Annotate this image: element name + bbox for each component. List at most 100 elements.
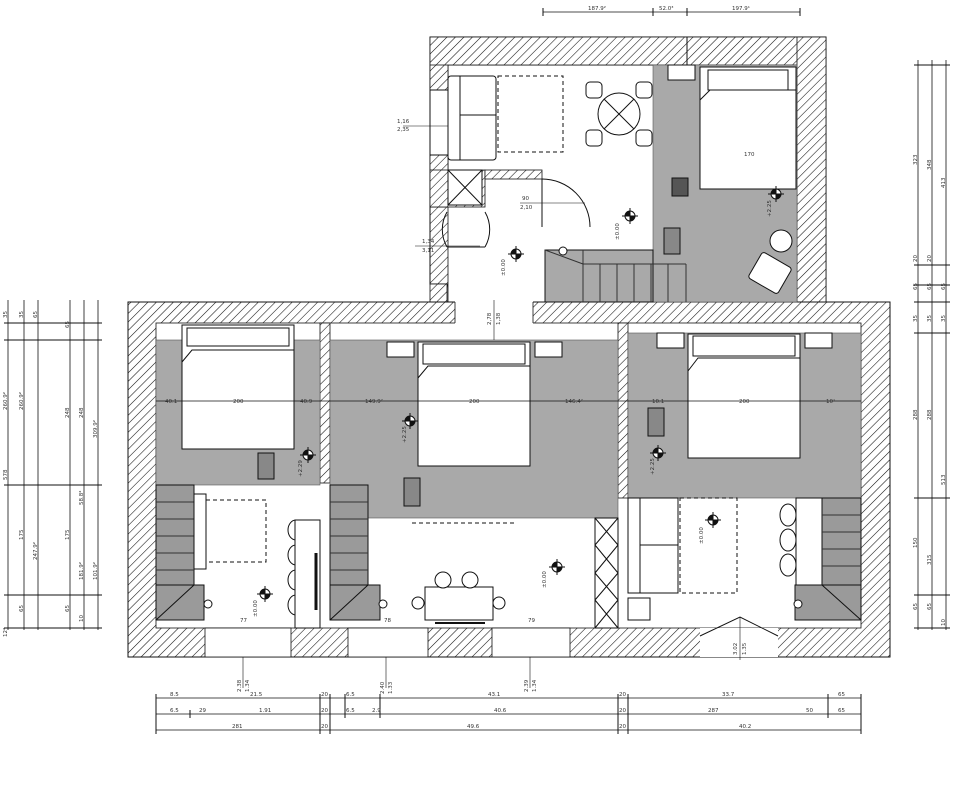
right-c3-4: 513: [941, 474, 947, 485]
right-c2-4: 35: [927, 315, 933, 322]
right-c2-5: 288: [927, 409, 933, 420]
level-top-2: ±0.00: [615, 223, 621, 240]
left-c2-3: 175: [19, 529, 25, 540]
room-width-6: 146.4²: [565, 398, 583, 405]
left-c4-5: 10: [79, 615, 85, 622]
room-width-7: 10.1: [652, 399, 664, 405]
bottom-r1-8: 65: [838, 692, 845, 698]
right-c2-2: 20: [927, 255, 933, 262]
left-c1-2: 260.9²: [2, 392, 9, 410]
right-c3-1: 413: [941, 177, 947, 188]
top-dimensions: 187.9² 52.0³ 197.9¹: [542, 5, 801, 16]
right-c1-4: 35: [913, 315, 919, 322]
bottom-r3-2: 20: [321, 724, 328, 730]
stairs-top: [544, 249, 654, 303]
room-width-8: 200: [739, 399, 750, 405]
window-bottom-1-v2: 1.34: [245, 679, 251, 692]
bedroom-width-line: 40.1 200 40.9 149.9² 200 146.4² 10.1 200…: [156, 398, 861, 405]
left-c1-4: 12²: [2, 628, 9, 637]
bottom-r2-2: 29: [199, 708, 206, 714]
level-top-3: +2.25: [767, 200, 773, 217]
right-dimensions: [914, 60, 950, 630]
window-bottom-2-v2: 1.33: [388, 681, 394, 694]
right-c1-6: 150: [913, 537, 919, 548]
left-c2-1: 35: [19, 311, 25, 318]
right-c2-7: 65: [927, 603, 933, 610]
window-bottom-2-v: 2.40: [380, 681, 386, 694]
room-width-2: 200: [233, 399, 244, 405]
room-width-3: 40.9: [300, 399, 313, 405]
left-dimensions: [4, 300, 102, 630]
bottom-r1-7: 33.7: [722, 692, 735, 698]
left-c1-1: 35: [3, 311, 9, 318]
left-c4-2: 248: [79, 407, 85, 418]
right-c1-2: 20: [913, 255, 919, 262]
right-c3-5: 10: [941, 619, 947, 626]
corridor-label-b: 2,78: [487, 312, 493, 325]
left-c4-4: 181.9²: [78, 562, 85, 580]
right-c1-3: 65: [913, 283, 919, 290]
bottom-r3-3: 49.6: [467, 724, 480, 730]
door-bottom-b: 3.02: [733, 643, 739, 655]
bottom-dimensions: 8.5 21.5 20 6.5 43.1 20 33.7 65 6.5 29 1…: [155, 692, 862, 734]
bottom-r2-9: 287: [708, 708, 719, 714]
window-bottom-1: 77: [240, 618, 247, 624]
left-c2-4: 247.9²: [32, 542, 39, 560]
right-c3-2: 65: [941, 283, 947, 290]
top-dim-1: 187.9²: [588, 5, 606, 12]
level-bed1: +2.29: [298, 460, 304, 477]
door-bottom-a: 1.35: [742, 642, 748, 655]
bottom-r2-3: 1.91: [259, 708, 271, 714]
door-left-label-a: 1,34: [422, 239, 435, 245]
plan-labels: 170 1,16 2,35 90 2,10 1,34 3,11 1,38 2,7…: [237, 119, 773, 694]
bed-width-label: 170: [744, 152, 755, 158]
left-c5-2: 101.9²: [92, 562, 99, 580]
corridor-label-a: 1,38: [496, 312, 502, 325]
bottom-r2-1: 6.5: [170, 708, 179, 714]
room-width-5: 200: [469, 399, 480, 405]
right-c1-7: 65: [913, 603, 919, 610]
right-c1-5: 288: [913, 409, 919, 420]
right-dimension-labels: 323 20 65 35 288 150 65 348 20 65 35 288…: [913, 154, 947, 626]
right-c3-3: 35: [941, 315, 947, 322]
left-c3-2: 248: [65, 407, 71, 418]
bottom-r1-4: 6.5: [346, 692, 355, 698]
left-c1-3: 578: [3, 469, 9, 480]
bottom-r3-4: 20: [619, 724, 626, 730]
level-living-left: ±0.00: [253, 600, 259, 617]
window-top-label-a: 1,16: [397, 119, 410, 125]
bottom-r1-2: 21.5: [250, 692, 263, 698]
left-c2-5: 65: [19, 605, 25, 612]
top-dim-3: 197.9¹: [732, 5, 750, 12]
window-bottom-3-v: 2.39: [524, 679, 530, 692]
room-width-1: 40.1: [165, 399, 177, 405]
right-c2-6: 315: [927, 554, 933, 565]
bottom-r3-5: 40.2: [739, 724, 751, 730]
left-c2-2: 260.9²: [18, 392, 25, 410]
level-bed3: +2.25: [650, 458, 656, 475]
bottom-r2-10: 50: [806, 708, 813, 714]
window-bottom-3: 79: [528, 618, 535, 624]
left-c4-1: 65: [65, 321, 71, 328]
window-top-label-b: 2,35: [397, 127, 410, 133]
bottom-r3-1: 281: [232, 724, 243, 730]
bottom-r2-11: 65: [838, 708, 845, 714]
bottom-r1-6: 20: [619, 692, 626, 698]
right-c1-1: 323: [913, 154, 919, 165]
left-dimension-labels: 35 260.9² 578 12² 35 260.9² 175 247.9² 6…: [2, 311, 99, 637]
door-top-label-b: 2,10: [520, 205, 533, 211]
right-c2-3: 65: [927, 283, 933, 290]
room-width-4: 149.9²: [365, 398, 383, 405]
bottom-r2-8: 20: [619, 708, 626, 714]
bottom-r1-1: 8.5: [170, 692, 179, 698]
room-width-9: 10¹: [826, 398, 835, 405]
sofa-top: [447, 75, 497, 161]
top-dim-2: 52.0³: [659, 5, 673, 12]
bottom-r2-7: 40.6: [494, 708, 507, 714]
left-c5-1: 309.9²: [92, 420, 99, 438]
window-bottom-2: 78: [384, 618, 391, 624]
door-top-label-a: 90: [522, 196, 529, 202]
bottom-r1-3: 20: [321, 692, 328, 698]
bottom-r2-4: 20: [321, 708, 328, 714]
